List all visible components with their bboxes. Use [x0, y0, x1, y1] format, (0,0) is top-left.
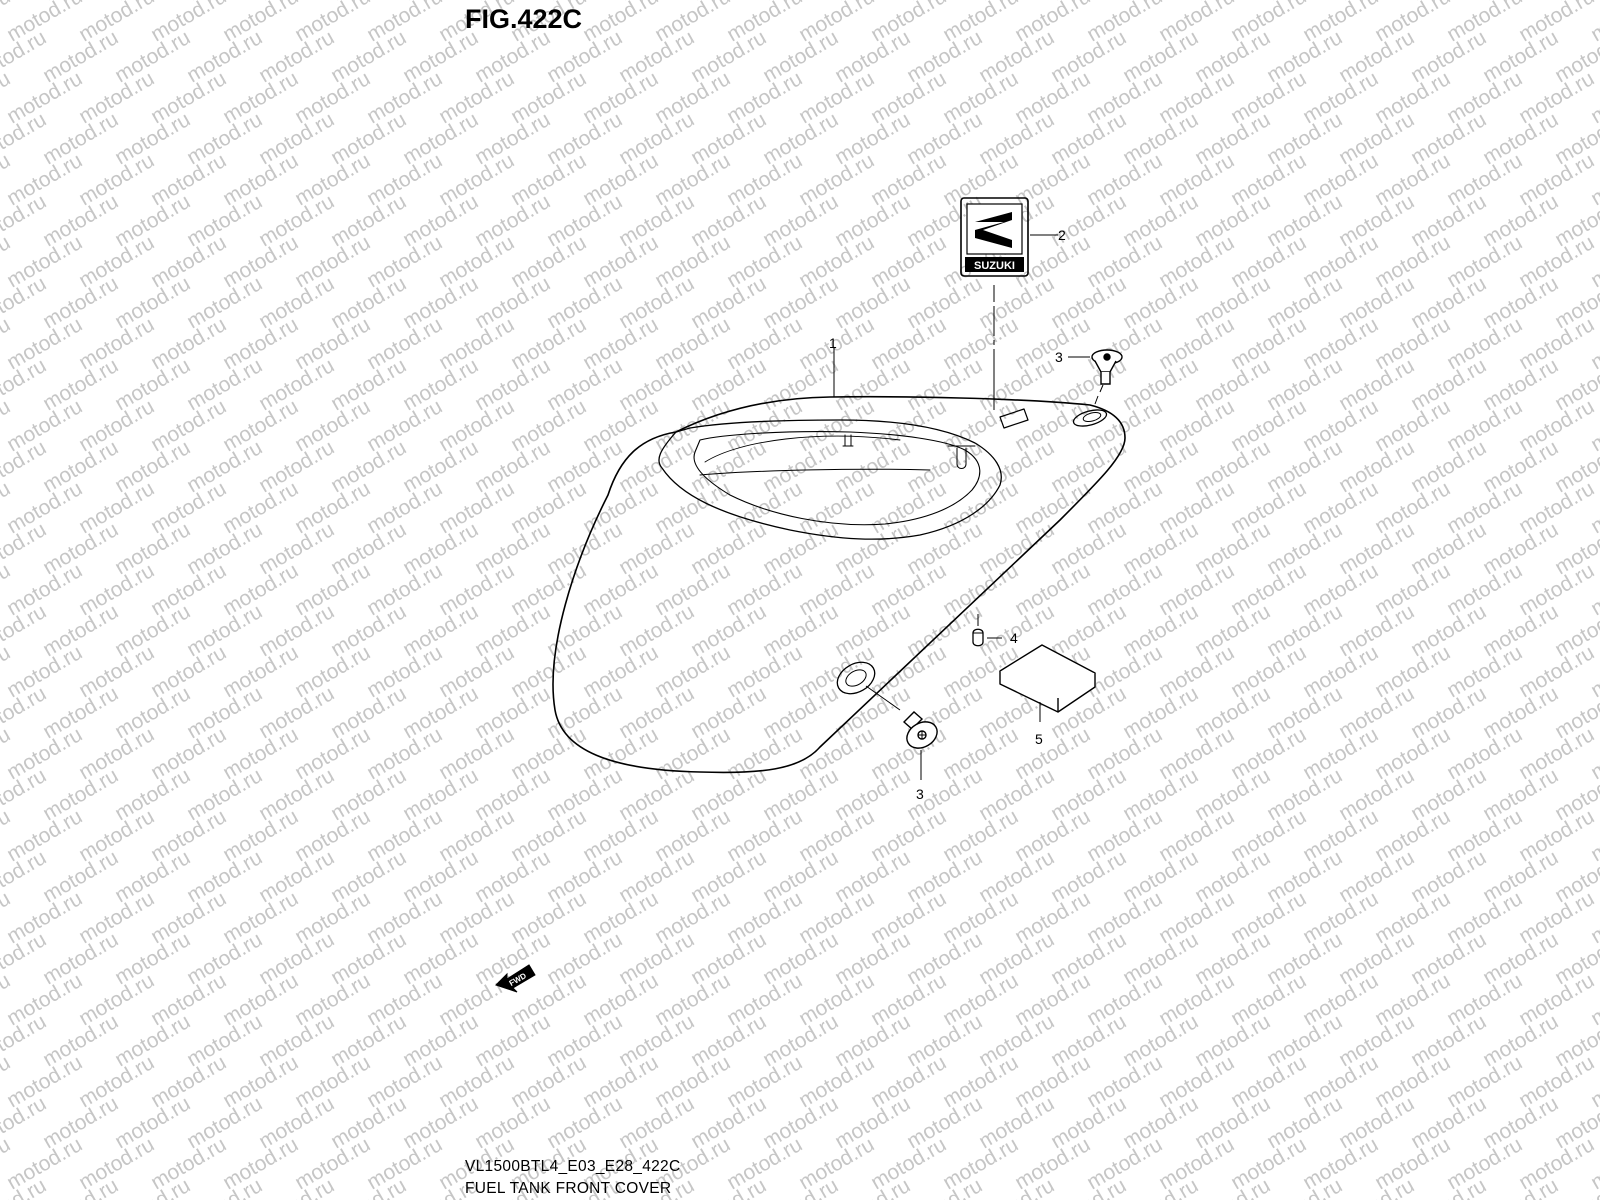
callout-3a: 3	[1055, 349, 1063, 365]
callout-1: 1	[829, 335, 837, 351]
screw-side	[902, 711, 938, 749]
fuel-tank-front-cover	[552, 395, 1126, 774]
screw-top	[1091, 349, 1123, 385]
leader-lines	[833, 234, 1104, 780]
fwd-arrow-icon: FWD	[495, 964, 536, 993]
cushion	[999, 644, 1096, 713]
figure-title: FIG.422C	[465, 4, 583, 34]
suzuki-emblem: SUZUKI	[960, 197, 1029, 277]
emblem-brand-text: SUZUKI	[974, 260, 1015, 272]
clip	[972, 628, 984, 647]
callout-3b: 3	[916, 786, 924, 802]
callout-4: 4	[1010, 630, 1018, 646]
callout-2: 2	[1058, 227, 1066, 243]
model-code-caption: VL1500BTL4_E03_E28_422C	[465, 1158, 681, 1175]
part-group-caption: FUEL TANK FRONT COVER	[465, 1180, 672, 1197]
callout-5: 5	[1035, 731, 1043, 747]
